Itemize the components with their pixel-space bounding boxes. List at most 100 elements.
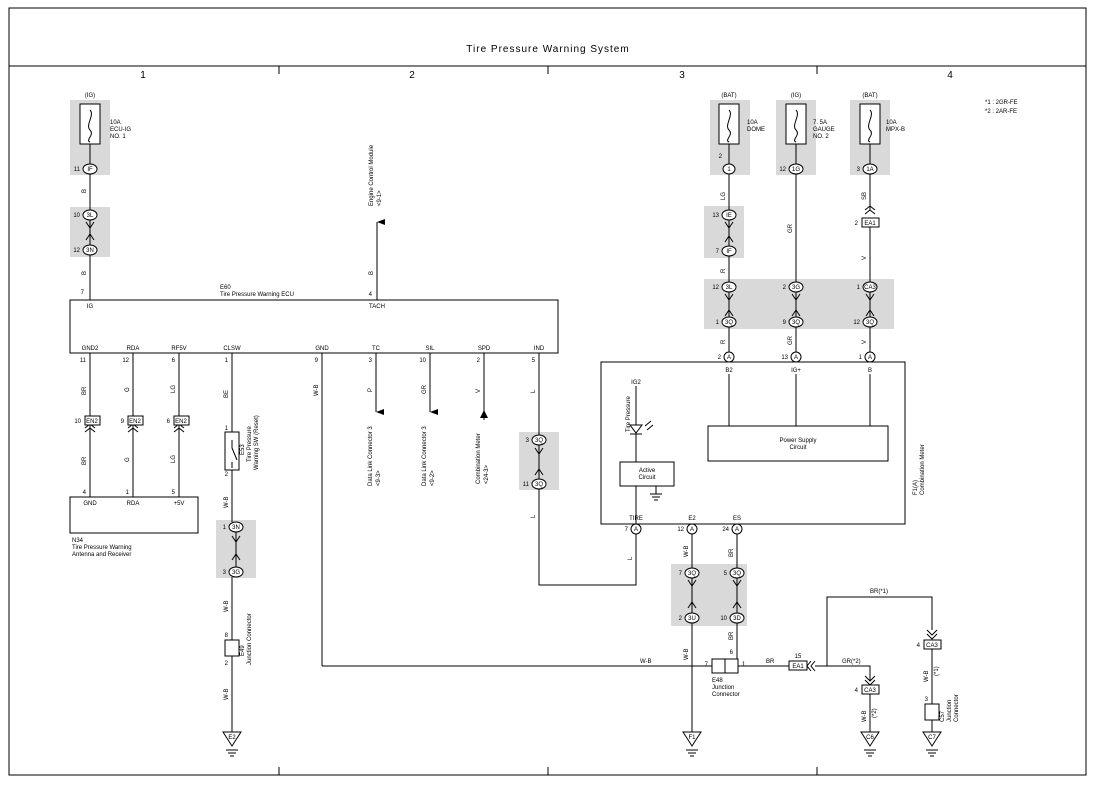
svg-text:3D: 3D [733, 616, 741, 622]
svg-text:B2: B2 [725, 368, 733, 374]
svg-text:11: 11 [74, 167, 81, 173]
svg-text:Tire Pressure: Tire Pressure [626, 396, 632, 432]
svg-text:B: B [82, 271, 88, 275]
svg-text:RDA: RDA [127, 346, 140, 352]
svg-text:B: B [369, 271, 375, 275]
svg-text:Warning SW (Reset): Warning SW (Reset) [254, 415, 260, 470]
note-1: *1 : 2GR-FE [985, 100, 1018, 106]
svg-text:IND: IND [534, 346, 545, 352]
svg-text:12: 12 [677, 527, 684, 533]
svg-text:Junction: Junction [947, 700, 953, 722]
svg-text:BR: BR [729, 548, 735, 557]
svg-text:2: 2 [477, 358, 481, 364]
svg-text:10: 10 [73, 213, 80, 219]
svg-text:BR: BR [82, 456, 88, 465]
svg-text:4: 4 [917, 643, 921, 649]
svg-text:MPX-B: MPX-B [886, 127, 905, 133]
svg-text:2: 2 [855, 221, 859, 227]
svg-text:GND: GND [83, 501, 97, 507]
svg-text:1: 1 [223, 525, 227, 531]
svg-text:R: R [721, 339, 727, 344]
ground-c6 [860, 731, 880, 747]
svg-text:BR: BR [729, 631, 735, 640]
svg-text:1: 1 [857, 285, 861, 291]
svg-text:1: 1 [126, 490, 130, 496]
svg-text:TIRE: TIRE [629, 516, 643, 522]
svg-text:G: G [125, 387, 131, 392]
svg-text:9: 9 [121, 419, 125, 425]
svg-text:7: 7 [705, 662, 709, 668]
svg-text:SIL: SIL [425, 346, 435, 352]
ecu-pin-ig: IG [87, 304, 94, 310]
svg-text:IF: IF [87, 167, 93, 173]
junction-connector-c57 [924, 703, 940, 721]
svg-text:A: A [690, 527, 694, 533]
svg-text:W-B: W-B [224, 600, 230, 612]
svg-text:3N: 3N [86, 248, 94, 254]
svg-text:E48: E48 [712, 678, 723, 684]
svg-text:A: A [794, 355, 798, 361]
svg-text:+5V: +5V [174, 501, 185, 507]
svg-text:W-B: W-B [924, 670, 930, 682]
svg-text:W-B: W-B [224, 688, 230, 700]
svg-text:Tire Pressure Warning: Tire Pressure Warning [72, 545, 132, 551]
dlc-tc-ref: Data Link Connector 3 [368, 426, 374, 486]
svg-text:R: R [721, 268, 727, 273]
svg-text:10: 10 [419, 358, 426, 364]
svg-text:1: 1 [727, 167, 731, 173]
svg-text:Connector: Connector [954, 694, 960, 722]
svg-text:(BAT): (BAT) [862, 93, 877, 99]
svg-text:3: 3 [857, 167, 861, 173]
svg-text:EA1: EA1 [792, 664, 804, 670]
svg-text:10: 10 [720, 616, 727, 622]
svg-text:3Q: 3Q [725, 320, 733, 326]
column-label-2: 2 [409, 70, 415, 81]
combination-meter-ref: Combination Meter [476, 433, 482, 484]
svg-text:12: 12 [122, 358, 129, 364]
svg-text:Active: Active [639, 468, 656, 474]
svg-text:W-B: W-B [684, 545, 690, 557]
svg-text:W-B: W-B [224, 496, 230, 508]
svg-text:3: 3 [925, 697, 929, 703]
svg-text:1: 1 [742, 662, 746, 668]
svg-text:TC: TC [372, 346, 381, 352]
dlc-sil-ref: Data Link Connector 3 [422, 426, 428, 486]
svg-text:IG+: IG+ [791, 368, 801, 374]
svg-text:4: 4 [369, 292, 373, 298]
svg-text:F1: F1 [688, 735, 696, 741]
svg-text:W-B: W-B [640, 659, 652, 665]
antenna-code: N34 [72, 538, 84, 544]
svg-text:A: A [634, 527, 638, 533]
svg-text:DOME: DOME [747, 127, 765, 133]
svg-text:BR(*1): BR(*1) [870, 589, 888, 595]
svg-text:W-B: W-B [314, 384, 320, 396]
fuse1-name2: NO. 1 [110, 134, 126, 140]
svg-text:4: 4 [83, 490, 87, 496]
svg-text:6: 6 [172, 358, 176, 364]
svg-text:L: L [628, 556, 634, 560]
svg-text:B: B [868, 368, 872, 374]
svg-text:(BAT): (BAT) [721, 93, 736, 99]
svg-text:EN2: EN2 [175, 419, 187, 425]
svg-text:7: 7 [679, 571, 683, 577]
svg-text:SB: SB [862, 192, 868, 200]
svg-text:CA3: CA3 [864, 688, 876, 694]
svg-text:C7: C7 [928, 735, 936, 741]
svg-text:(*2): (*2) [872, 708, 878, 718]
svg-text:3N: 3N [232, 525, 240, 531]
svg-text:12: 12 [853, 320, 860, 326]
junction-connector-e49 [224, 639, 240, 657]
svg-text:5: 5 [172, 490, 176, 496]
tire-pressure-antenna-receiver [69, 496, 199, 534]
svg-text:Antenna and Receiver: Antenna and Receiver [72, 552, 131, 558]
svg-text:15: 15 [795, 654, 802, 660]
svg-text:1G: 1G [792, 167, 800, 173]
svg-text:EN2: EN2 [129, 419, 141, 425]
svg-text:8: 8 [225, 633, 229, 639]
svg-text:GND2: GND2 [82, 346, 99, 352]
ecu-name: Tire Pressure Warning ECU [220, 292, 294, 298]
svg-text:LG: LG [171, 455, 177, 463]
svg-text:B: B [82, 189, 88, 193]
svg-text:3: 3 [223, 570, 227, 576]
svg-text:1A: 1A [866, 167, 873, 173]
